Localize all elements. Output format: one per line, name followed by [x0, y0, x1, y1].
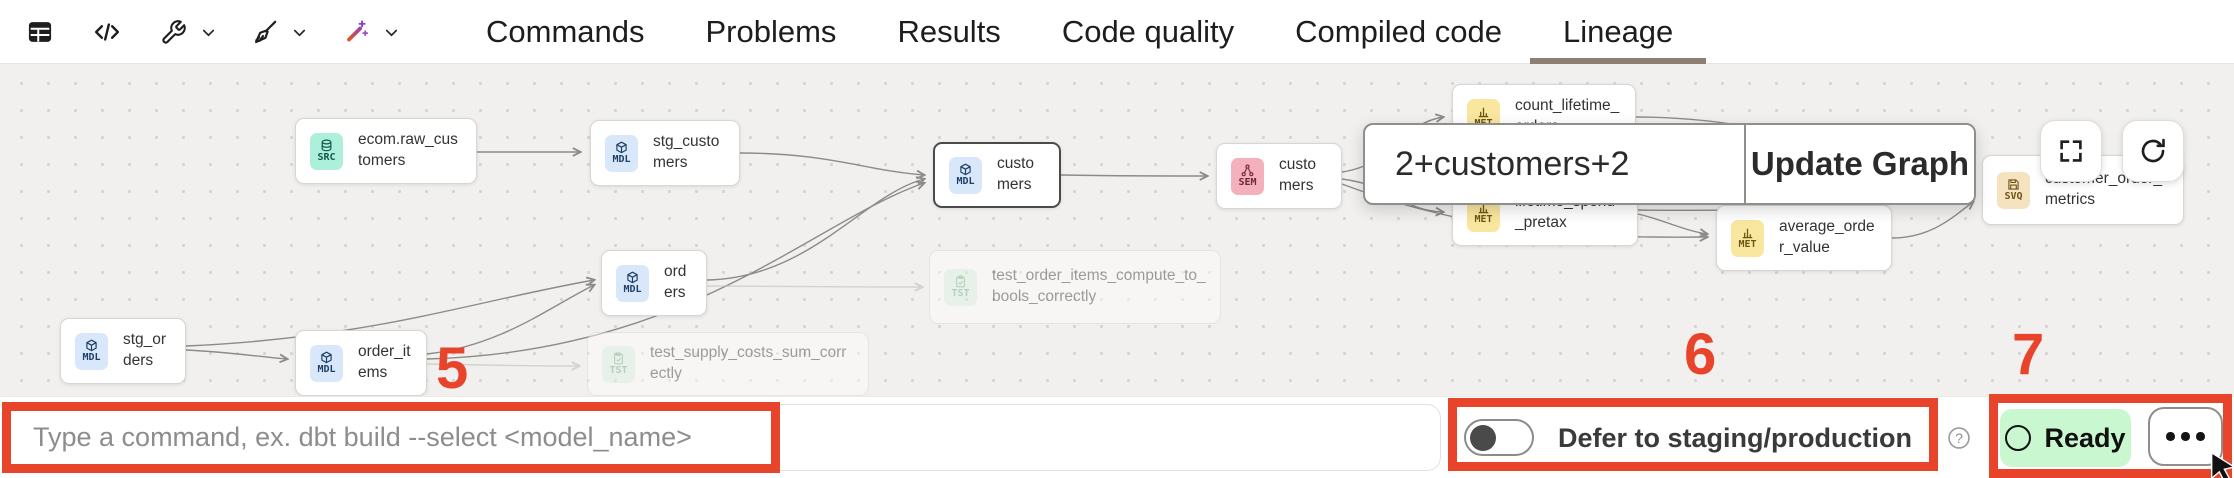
node-label: customers [1279, 156, 1317, 194]
tab-lineage[interactable]: Lineage [1529, 0, 1707, 64]
command-bar: Defer to staging/production ? Ready [0, 396, 2234, 478]
tab-commands[interactable]: Commands [486, 14, 645, 49]
refresh-button[interactable] [2122, 120, 2184, 182]
metric-badge: MET [1731, 219, 1764, 257]
chevron-down-icon[interactable] [290, 23, 309, 42]
node-label: customers [997, 155, 1035, 193]
magic-wand-icon[interactable] [342, 18, 370, 46]
node-label: test_order_items_compute_to_bools_correc… [992, 267, 1206, 305]
model-badge: MDL [605, 134, 638, 172]
panel-tabs: Commands Problems Results Code quality C… [486, 0, 1707, 64]
tab-results[interactable]: Results [897, 14, 1001, 49]
command-input[interactable] [9, 405, 1440, 470]
lineage-selector-panel: 2+customers+2 Update Graph [1363, 123, 1976, 205]
model-badge: MDL [75, 332, 108, 370]
defer-toggle[interactable] [1464, 419, 1534, 456]
lineage-node-test-supply-costs[interactable]: TST test_supply_costs_sum_correctly [587, 332, 869, 396]
lineage-node-orders[interactable]: MDL orders [601, 250, 707, 316]
node-label: stg_orders [123, 331, 167, 369]
editor-action-icons [26, 0, 401, 64]
code-icon[interactable] [91, 18, 123, 46]
svg-text:?: ? [1955, 430, 1963, 446]
node-label: orders [664, 263, 687, 301]
node-label: stg_customers [653, 133, 720, 171]
lineage-selector-input[interactable]: 2+customers+2 [1365, 125, 1746, 203]
update-graph-button[interactable]: Update Graph [1746, 125, 1974, 203]
lineage-edges [185, 64, 2234, 396]
test-badge: TST [602, 345, 635, 383]
fullscreen-button[interactable] [2040, 120, 2102, 182]
chevron-down-icon[interactable] [199, 23, 218, 42]
source-badge: SRC [310, 132, 343, 170]
broom-icon[interactable] [251, 19, 278, 46]
ready-status-button[interactable]: Ready [2000, 409, 2131, 467]
model-badge: MDL [310, 344, 343, 382]
wrench-icon[interactable] [160, 19, 187, 46]
lineage-node-test-order-items-compute[interactable]: TST test_order_items_compute_to_bools_co… [929, 250, 1221, 324]
lineage-node-customers-model[interactable]: MDL customers [933, 142, 1061, 208]
table-grid-icon[interactable] [26, 18, 54, 46]
status-circle-icon [2005, 425, 2032, 451]
ready-label: Ready [2044, 422, 2126, 453]
node-label: ecom.raw_customers [358, 131, 458, 169]
toggle-knob [1470, 424, 1496, 451]
top-toolbar: Commands Problems Results Code quality C… [0, 0, 2234, 64]
chevron-down-icon[interactable] [382, 23, 401, 42]
model-badge: MDL [616, 264, 649, 302]
saved-query-badge: SVQ [1997, 171, 2030, 209]
lineage-node-stg-orders[interactable]: MDL stg_orders [60, 318, 186, 384]
lineage-node-order-items[interactable]: MDL order_items [295, 330, 427, 396]
ellipsis-icon [2166, 432, 2175, 441]
tab-problems[interactable]: Problems [705, 14, 837, 49]
refresh-icon [2141, 138, 2165, 163]
defer-label: Defer to staging/production [1558, 422, 1912, 453]
node-label: order_items [358, 343, 411, 381]
semantic-badge: SEM [1231, 157, 1264, 195]
lineage-node-ecom-raw-customers[interactable]: SRC ecom.raw_customers [295, 118, 477, 184]
lineage-node-average-order-value[interactable]: MET average_order_value [1716, 205, 1892, 271]
more-options-button[interactable] [2148, 407, 2223, 466]
command-input-panel [8, 404, 1441, 471]
tab-compiled-code[interactable]: Compiled code [1295, 14, 1502, 49]
help-icon[interactable]: ? [1946, 425, 1972, 456]
test-badge: TST [944, 268, 977, 306]
lineage-node-customers-semantic[interactable]: SEM customers [1216, 143, 1342, 209]
fullscreen-icon [2060, 140, 2082, 162]
lineage-canvas[interactable]: SRC ecom.raw_customers MDL stg_customers… [0, 64, 2234, 396]
tab-code-quality[interactable]: Code quality [1061, 14, 1235, 49]
node-label: average_order_value [1779, 218, 1875, 256]
node-label: test_supply_costs_sum_correctly [650, 344, 847, 382]
model-badge: MDL [949, 156, 982, 194]
lineage-node-stg-customers[interactable]: MDL stg_customers [590, 120, 740, 186]
